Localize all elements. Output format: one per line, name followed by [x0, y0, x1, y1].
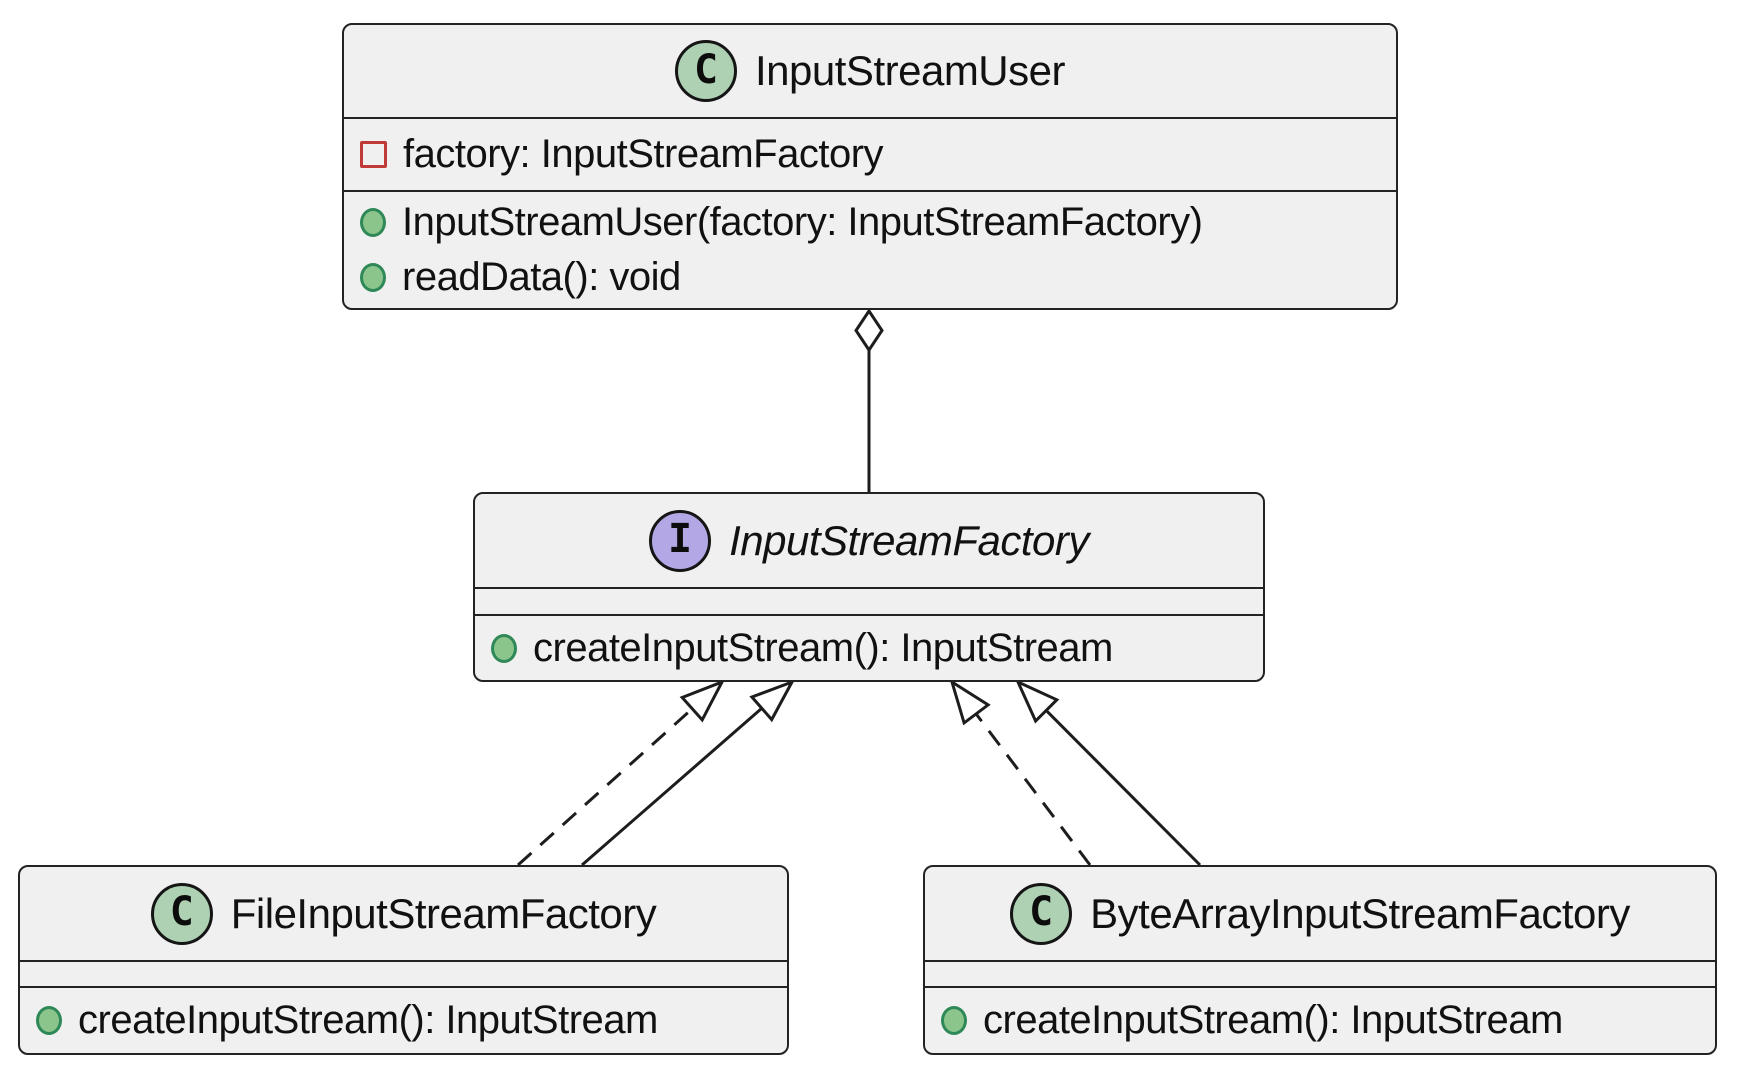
connector-file-extends-factory-marker: [749, 679, 796, 723]
method-row: readData(): void: [344, 250, 1396, 305]
class-box-fileinputstreamfactory: C FileInputStreamFactory createInputStre…: [18, 865, 789, 1055]
connector-bytearray-extends-factory: [1014, 678, 1202, 867]
class-icon: C: [675, 40, 738, 102]
connector-bytearray-realizes-factory-marker: [949, 678, 991, 726]
methods-section: createInputStream(): InputStream: [20, 986, 787, 1053]
connector-bytearray-realizes-factory-line: [974, 712, 1092, 866]
method-text: InputStreamUser(factory: InputStreamFact…: [402, 200, 1203, 244]
method-text: createInputStream(): InputStream: [983, 998, 1563, 1042]
class-name: InputStreamUser: [755, 47, 1065, 94]
methods-section: createInputStream(): InputStream: [925, 986, 1715, 1053]
private-visibility-icon: [360, 141, 387, 168]
class-name: FileInputStreamFactory: [230, 889, 657, 937]
field-row: factory: InputStreamFactory: [344, 127, 1396, 182]
class-box-inputstreamuser: C InputStreamUser factory: InputStreamFa…: [342, 23, 1398, 310]
methods-section: createInputStream(): InputStream: [475, 614, 1263, 680]
method-row: createInputStream(): InputStream: [20, 993, 787, 1048]
connector-user-aggregates-factory-marker: [854, 308, 884, 353]
interface-icon: I: [649, 509, 712, 572]
class-title: C FileInputStreamFactory: [20, 867, 787, 960]
public-visibility-icon: [941, 1006, 967, 1035]
public-visibility-icon: [36, 1006, 62, 1035]
connector-file-extends-factory: [581, 679, 796, 867]
interface-box-inputstreamfactory: I InputStreamFactory createInputStream()…: [473, 492, 1265, 682]
public-visibility-icon: [491, 633, 517, 663]
method-row: InputStreamUser(factory: InputStreamFact…: [344, 195, 1396, 250]
field-text: factory: InputStreamFactory: [403, 132, 884, 176]
class-name: ByteArrayInputStreamFactory: [1090, 889, 1630, 937]
class-icon: C: [1010, 882, 1073, 945]
class-title: C ByteArrayInputStreamFactory: [925, 867, 1715, 960]
connector-file-realizes-factory: [516, 679, 726, 867]
fields-section: factory: InputStreamFactory: [344, 117, 1396, 190]
method-row: createInputStream(): InputStream: [475, 621, 1263, 676]
methods-section: InputStreamUser(factory: InputStreamFact…: [344, 190, 1396, 308]
connector-bytearray-extends-factory-marker: [1014, 678, 1060, 724]
method-text: createInputStream(): InputStream: [533, 625, 1113, 670]
method-text: createInputStream(): InputStream: [78, 998, 658, 1042]
connector-file-realizes-factory-marker: [679, 679, 726, 723]
public-visibility-icon: [360, 208, 386, 237]
public-visibility-icon: [360, 263, 386, 292]
connector-file-extends-factory-line: [581, 707, 763, 867]
class-icon: C: [150, 882, 213, 945]
connector-bytearray-realizes-factory: [949, 678, 1092, 866]
connector-file-realizes-factory-line: [516, 707, 694, 867]
class-title: C InputStreamUser: [344, 25, 1396, 117]
method-text: readData(): void: [402, 255, 681, 299]
fields-section-empty: [925, 960, 1715, 986]
fields-section-empty: [20, 960, 787, 986]
class-title: I InputStreamFactory: [475, 494, 1263, 587]
fields-section-empty: [475, 587, 1263, 614]
method-row: createInputStream(): InputStream: [925, 993, 1715, 1048]
class-box-bytearrayinputstreamfactory: C ByteArrayInputStreamFactory createInpu…: [923, 865, 1717, 1055]
connector-bytearray-extends-factory-line: [1045, 709, 1202, 867]
class-name: InputStreamFactory: [729, 516, 1089, 564]
connector-user-aggregates-factory: [854, 308, 884, 493]
